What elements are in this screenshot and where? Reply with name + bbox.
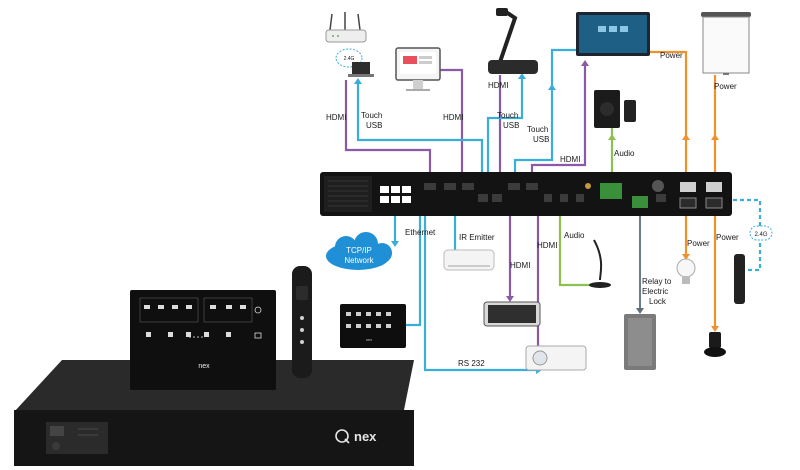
large-panel-brand: nex [198, 363, 210, 370]
label-audio-speaker: Audio [614, 149, 635, 158]
label-touch-usb-display-2: USB [533, 135, 549, 144]
light-bulb-icon [676, 258, 696, 284]
small-panel-brand: nex [366, 337, 372, 342]
labels: HDMI Touch USB HDMI HDMI Touch USB Touch… [326, 51, 739, 368]
power-line-display [650, 50, 688, 180]
interactive-display-icon [576, 12, 650, 56]
rs232-line [423, 215, 540, 372]
monitor-icon [395, 47, 441, 91]
wifi-badge-label: 2.4G [344, 56, 355, 62]
label-hdmi-display: HDMI [560, 155, 580, 164]
wireless-mic-icon [734, 254, 745, 304]
speaker-icon [594, 90, 636, 128]
label-hdmi-projector: HDMI [537, 241, 557, 250]
document-camera-icon [488, 8, 538, 74]
audio-line-mic [558, 213, 590, 287]
main-control-unit [320, 172, 732, 216]
label-relay-2: Electric [642, 287, 668, 296]
electric-lock-icon [624, 314, 656, 370]
projector-icon [525, 345, 587, 371]
hdmi-line-monitor [440, 68, 464, 180]
laptop-icon [348, 62, 374, 77]
label-power-bulb: Power [687, 239, 710, 248]
panel-line [400, 215, 422, 327]
projection-screen-icon [701, 12, 751, 75]
network-cloud-line-2: Network [344, 256, 374, 265]
label-rs232: RS 232 [458, 359, 485, 368]
network-cloud-line-1: TCP/IP [346, 246, 372, 255]
wireless-badge: 2.4G [749, 225, 773, 241]
hdmi-line-router [344, 80, 432, 180]
microphone-icon [589, 239, 611, 288]
network-cloud: TCP/IP Network [326, 232, 392, 270]
wifi-router-icon [325, 12, 367, 43]
label-hdmi-router: HDMI [326, 113, 346, 122]
product-photo: nex nex [14, 266, 414, 466]
label-touch-usb-display-1: Touch [527, 125, 548, 134]
label-touch-usb-doccam-2: USB [503, 121, 519, 130]
wireless-badge-label: 2.4G [754, 232, 767, 238]
small-wall-panel: nex [340, 304, 406, 348]
label-hdmi-lower: HDMI [510, 261, 530, 270]
label-ethernet: Ethernet [405, 228, 436, 237]
tablet-icon [483, 301, 541, 327]
label-audio-mic: Audio [564, 231, 585, 240]
power-plug-icon [704, 332, 726, 357]
label-hdmi-monitor: HDMI [443, 113, 463, 122]
usb-line-doccam [486, 75, 524, 180]
usb-line-laptop [356, 80, 484, 180]
label-hdmi-doccam: HDMI [488, 81, 508, 90]
usb-line-display [513, 48, 578, 180]
label-power-screen: Power [714, 82, 737, 91]
brand-logo: nex [354, 429, 377, 444]
air-conditioner-icon [443, 249, 495, 271]
arrowheads [354, 60, 719, 374]
label-touch-usb-doccam-1: Touch [497, 111, 518, 120]
label-power-plug: Power [716, 233, 739, 242]
label-relay-3: Lock [649, 297, 667, 306]
label-touch-usb-laptop-2: USB [366, 121, 382, 130]
label-power-display: Power [660, 51, 683, 60]
label-touch-usb-laptop-1: Touch [361, 111, 382, 120]
label-ir-emitter: IR Emitter [459, 233, 495, 242]
label-relay-1: Relay to [642, 277, 672, 286]
